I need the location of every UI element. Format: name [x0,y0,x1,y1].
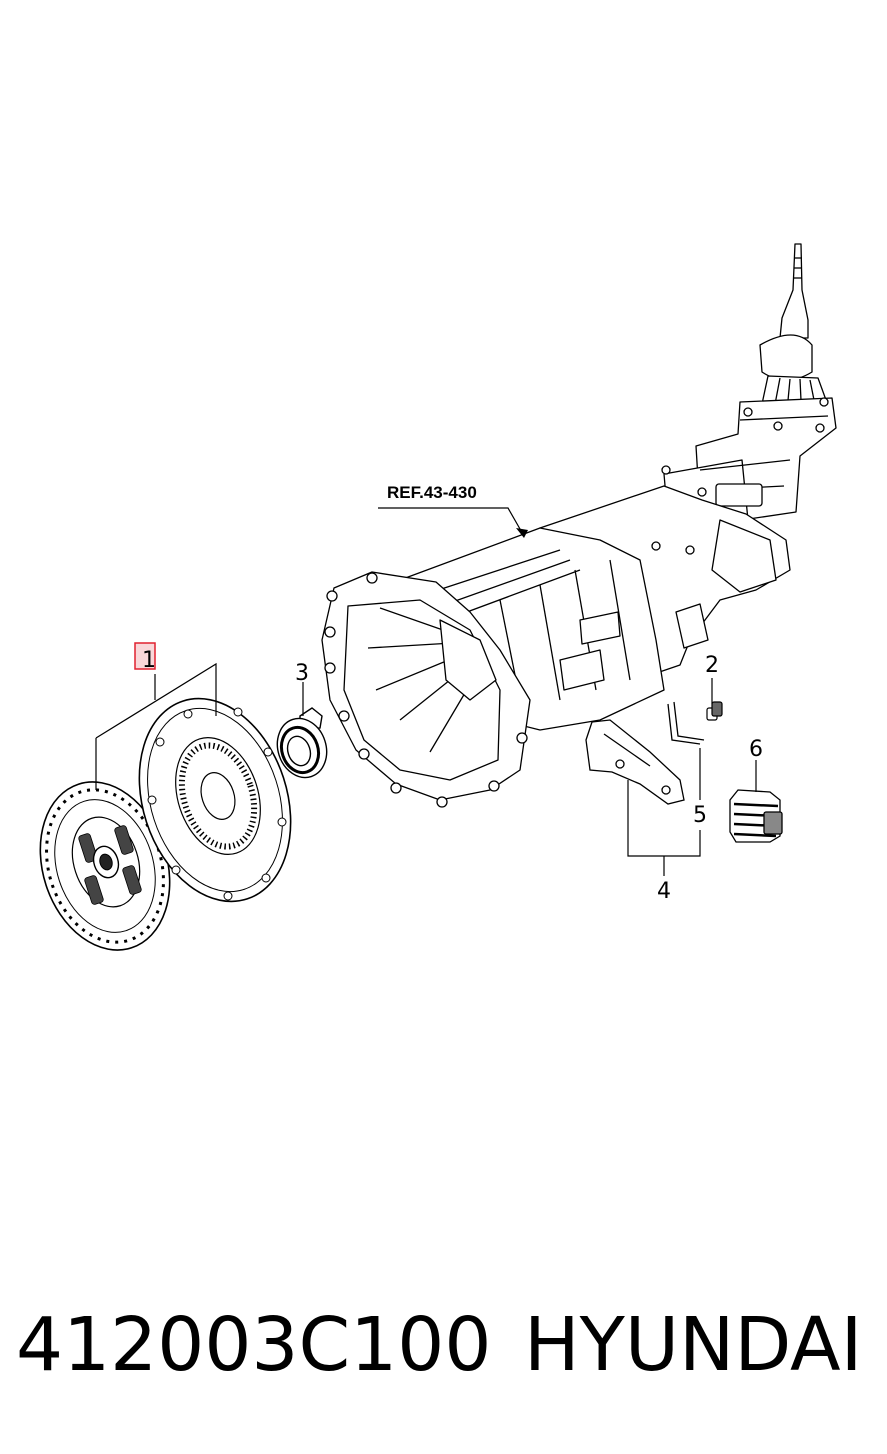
callout-3[interactable]: 3 [295,661,309,686]
callout-6[interactable]: 6 [749,737,763,762]
release-bearing [276,707,328,779]
bolt-part [706,701,723,721]
callout-2[interactable]: 2 [705,653,719,678]
damper-springs [78,825,142,905]
retainer-spring [667,701,705,745]
release-fork [585,719,685,805]
callout-1-highlight[interactable] [134,642,156,670]
clutch-disc [39,781,171,951]
leader-lines [95,662,757,876]
shift-boot [759,334,813,381]
dust-boot [729,789,783,843]
reference-callout: REF.43-430 [378,483,528,538]
reference-label: REF.43-430 [387,483,477,502]
exploded-parts-diagram: REF.43-430 [39,243,837,951]
callout-numbers: 1 2 3 4 5 6 [142,648,763,904]
brand-name: HYUNDAI [524,1302,863,1388]
callout-1[interactable]: 1 [142,648,156,673]
transmission-assembly [321,243,837,808]
pressure-plate-rivets [147,707,287,901]
callout-5[interactable]: 5 [693,803,707,828]
part-number: 412003C100 [16,1302,492,1388]
bell-housing-bolts [324,397,829,808]
pressure-plate [138,697,292,903]
callout-4[interactable]: 4 [657,879,671,904]
